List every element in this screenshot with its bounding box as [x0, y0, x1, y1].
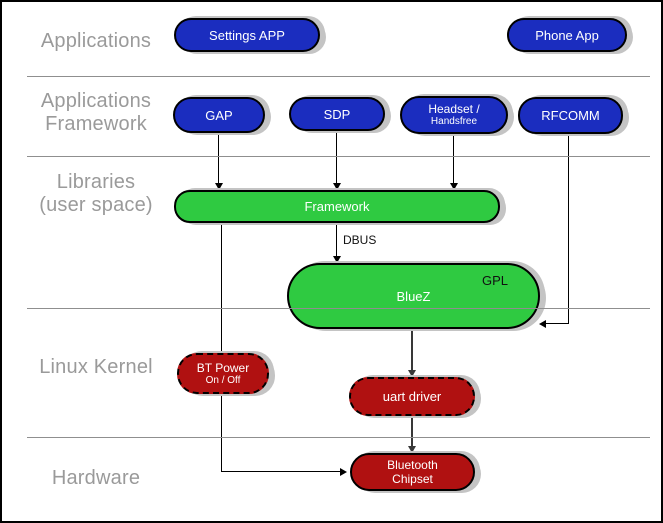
connector-to-chipset-horizontal: [221, 471, 341, 472]
node-settings-app: Settings APP: [174, 18, 320, 52]
divider-kernel-hardware: [27, 437, 650, 438]
arrowhead-gap-to-framework: [215, 183, 223, 190]
arrowhead-bluez-to-uart: [408, 370, 416, 377]
node-label: Framework: [304, 199, 370, 214]
arrowhead-headset-to-framework: [450, 183, 458, 190]
connector-headset-to-framework: [453, 133, 454, 185]
layer-label-line: Libraries: [56, 171, 136, 193]
layer-label-line: Framework: [45, 113, 147, 135]
connector-sdp-to-framework: [336, 130, 337, 185]
node-label-line: Chipset: [392, 472, 433, 486]
layer-label-line: Applications: [40, 30, 152, 52]
layer-label-applications-framework: Applications Framework: [10, 90, 182, 136]
node-rfcomm: RFCOMM: [518, 97, 623, 134]
layer-label-linux-kernel: Linux Kernel: [10, 356, 182, 379]
node-phone-app: Phone App: [507, 18, 627, 52]
connector-gap-to-framework: [218, 132, 219, 185]
node-headset-handsfree: Headset / Handsfree: [400, 96, 508, 134]
node-framework: Framework: [174, 190, 500, 223]
layer-label-line: Applications: [40, 90, 152, 112]
node-uart-driver: uart driver: [349, 377, 475, 416]
node-label: Settings APP: [209, 27, 285, 43]
node-label: Phone App: [535, 27, 599, 43]
arrowhead-sdp-to-framework: [333, 183, 341, 190]
node-label: GAP: [205, 107, 233, 123]
connector-framework-to-bluez: [336, 221, 337, 258]
node-label: SDP: [323, 106, 351, 122]
arrowhead-framework-to-bluez: [333, 256, 341, 263]
node-bluez: BlueZ GPL: [287, 263, 540, 329]
connector-uart-to-chipset: [411, 415, 413, 448]
divider-libraries-kernel: [27, 308, 650, 309]
node-label-line: Handsfree: [430, 116, 478, 127]
arrowhead-uart-to-chipset: [408, 446, 416, 453]
node-label: uart driver: [382, 389, 442, 404]
node-label-line: On / Off: [205, 374, 241, 386]
layer-label-libraries: Libraries (user space): [10, 171, 182, 217]
node-sdp: SDP: [289, 97, 385, 131]
node-label-line: Headset /: [428, 102, 480, 116]
divider-applications-framework: [27, 156, 650, 157]
node-label: RFCOMM: [541, 108, 600, 123]
arrowhead-to-chipset: [340, 468, 347, 476]
node-bluetooth-chipset: Bluetooth Chipset: [350, 453, 475, 491]
connector-bluez-to-uart: [411, 328, 413, 372]
gpl-annotation: GPL: [481, 273, 508, 288]
node-bt-power: BT Power On / Off: [177, 353, 269, 394]
node-label-line: Bluetooth: [387, 458, 438, 472]
layer-label-line: (user space): [39, 194, 153, 216]
divider-applications: [27, 76, 650, 77]
node-label-line: BT Power: [196, 360, 250, 375]
node-label: BlueZ: [396, 288, 431, 304]
connector-rfcomm-horizontal: [546, 323, 569, 324]
layer-label-line: Linux Kernel: [39, 356, 153, 378]
layer-label-applications: Applications: [10, 30, 182, 53]
arrowhead-rfcomm-to-bluez: [539, 320, 546, 328]
connector-framework-down-vertical: [221, 221, 222, 472]
layer-label-hardware: Hardware: [10, 467, 182, 490]
node-gap: GAP: [173, 97, 265, 133]
dbus-annotation: DBUS: [343, 233, 377, 247]
connector-rfcomm-vertical: [568, 133, 569, 324]
layer-label-line: Hardware: [51, 467, 141, 489]
